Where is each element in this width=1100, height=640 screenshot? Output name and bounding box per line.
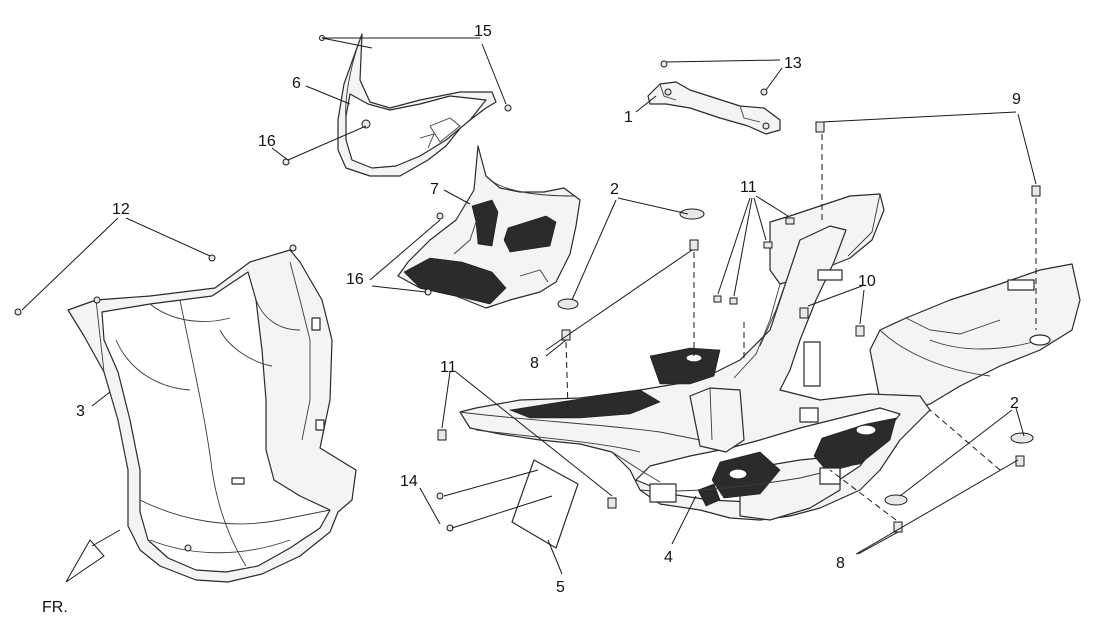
callout-14: 14 (400, 473, 418, 490)
callout-6: 6 (292, 75, 301, 92)
callout-11-lower: 11 (440, 359, 457, 376)
callout-10: 10 (858, 273, 876, 290)
leader-lines (21, 37, 1037, 583)
upper-cover-part-6 (337, 33, 497, 177)
floor-panel-part-4 (459, 193, 1081, 521)
callout-2-top: 2 (610, 181, 619, 198)
plate-part-5 (511, 459, 579, 549)
callout-8-lower: 8 (836, 555, 845, 572)
callout-2-lower: 2 (1010, 395, 1019, 412)
callout-11-top: 11 (740, 179, 757, 196)
front-cover-part-3 (67, 244, 357, 583)
callout-12: 12 (112, 201, 130, 218)
callout-5: 5 (556, 579, 565, 596)
callout-9: 9 (1012, 91, 1021, 108)
callout-8-left: 8 (530, 355, 539, 372)
callout-4: 4 (664, 549, 673, 566)
callout-3: 3 (76, 403, 85, 420)
callout-16-mid: 16 (346, 271, 364, 288)
inner-panel-part-7 (397, 145, 581, 309)
callout-1: 1 (624, 109, 633, 126)
bracket-part-1 (647, 81, 781, 135)
grommets-part-2 (557, 208, 1034, 506)
callout-15: 15 (474, 23, 492, 40)
fasteners (14, 35, 1041, 533)
front-direction-label: FR. (42, 599, 68, 616)
callout-7: 7 (430, 181, 439, 198)
callout-16-top: 16 (258, 133, 276, 150)
callout-13: 13 (784, 55, 802, 72)
callout-labels: 15 6 16 12 3 7 16 13 1 9 2 11 10 8 11 14… (42, 23, 1021, 616)
